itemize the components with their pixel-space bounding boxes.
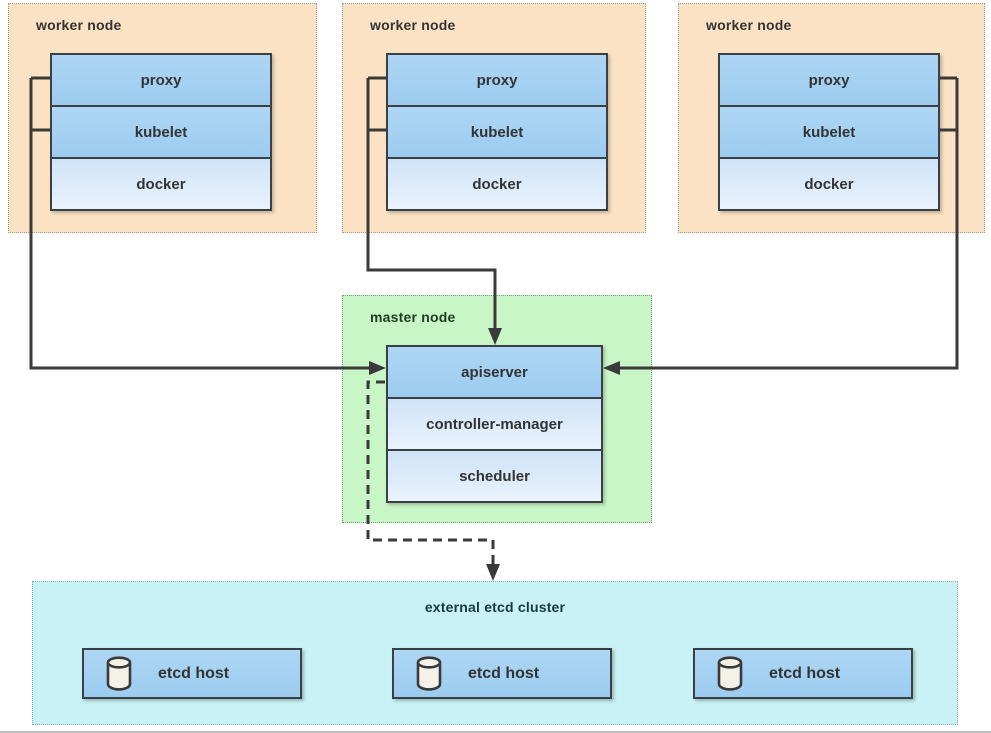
component-kubelet: kubelet — [52, 105, 270, 157]
worker-node-1-title: worker node — [36, 17, 122, 33]
component-docker: docker — [388, 157, 606, 209]
etcd-cluster: external etcd cluster etcd host etcd hos… — [32, 581, 958, 725]
component-scheduler: scheduler — [388, 449, 601, 501]
etcd-host-2: etcd host — [392, 648, 612, 699]
worker-node-1-stack: proxy kubelet docker — [50, 53, 272, 211]
component-docker: docker — [720, 157, 938, 209]
component-docker: docker — [52, 157, 270, 209]
component-proxy: proxy — [388, 55, 606, 105]
component-kubelet: kubelet — [720, 105, 938, 157]
etcd-host-label: etcd host — [468, 664, 540, 682]
component-kubelet: kubelet — [388, 105, 606, 157]
worker-node-3-stack: proxy kubelet docker — [718, 53, 940, 211]
etcd-host-label: etcd host — [769, 664, 841, 682]
worker-node-2-stack: proxy kubelet docker — [386, 53, 608, 211]
worker-node-3-title: worker node — [706, 17, 792, 33]
etcd-host-label: etcd host — [158, 664, 230, 682]
master-node-title: master node — [370, 309, 456, 325]
component-controller-manager: controller-manager — [388, 397, 601, 449]
etcd-host-1: etcd host — [82, 648, 302, 699]
component-proxy: proxy — [720, 55, 938, 105]
component-proxy: proxy — [52, 55, 270, 105]
etcd-host-3: etcd host — [693, 648, 913, 699]
database-cylinder-icon — [106, 656, 132, 691]
database-cylinder-icon — [717, 656, 743, 691]
database-cylinder-icon — [416, 656, 442, 691]
master-node-stack: apiserver controller-manager scheduler — [386, 345, 603, 503]
etcd-cluster-title: external etcd cluster — [424, 599, 566, 615]
worker-node-2-title: worker node — [370, 17, 456, 33]
component-apiserver: apiserver — [388, 347, 601, 397]
